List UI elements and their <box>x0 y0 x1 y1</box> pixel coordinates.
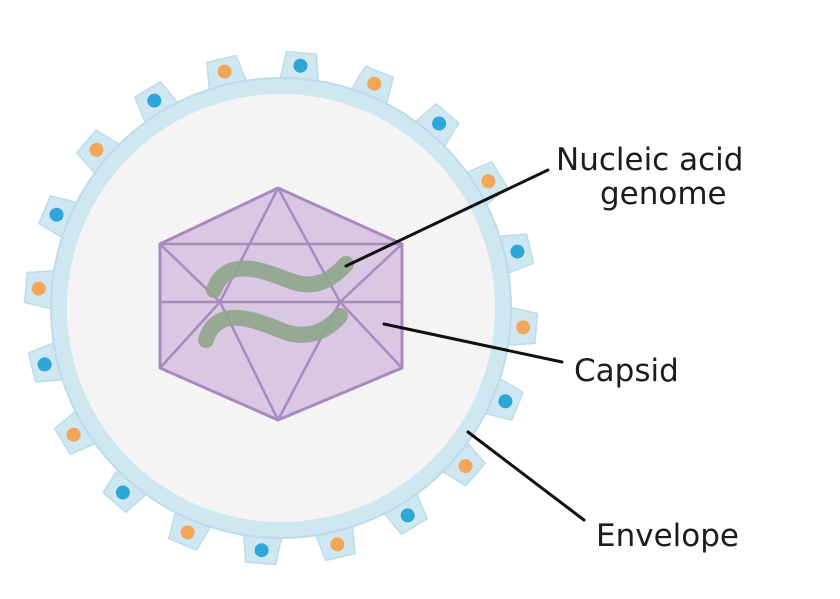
glycoprotein-head <box>49 207 64 222</box>
genome-strand <box>206 256 354 298</box>
nucleic-acid-label-line2: genome <box>600 176 727 212</box>
genome-leader-line <box>344 168 550 268</box>
glycoprotein-head <box>66 427 81 442</box>
capsid-facet-edge <box>339 301 403 369</box>
glycoprotein-head <box>458 459 473 474</box>
glycoprotein-head <box>89 142 104 157</box>
glycoprotein-head <box>510 244 525 259</box>
glycoprotein-head <box>180 525 195 540</box>
glycoprotein-head <box>498 394 513 409</box>
glycoprotein-head <box>147 93 162 108</box>
glycoprotein-head <box>115 485 130 500</box>
envelope-leader-line <box>466 430 586 522</box>
glycoprotein-head <box>481 174 496 189</box>
capsid-facet-edge <box>339 243 403 303</box>
genome-strand <box>198 308 348 348</box>
glycoprotein-head <box>330 537 345 552</box>
capsid-leader-line <box>382 322 564 364</box>
glycoprotein-head <box>217 64 232 79</box>
label-leader-lines <box>344 168 586 522</box>
glycoprotein-head <box>293 58 308 73</box>
nucleic-acid-genome <box>198 256 354 348</box>
nucleic-acid-label-line1: Nucleic acid <box>556 142 743 178</box>
glycoprotein-head <box>254 543 269 558</box>
glycoprotein-head <box>432 116 447 131</box>
capsid-label: Capsid <box>574 353 679 389</box>
glycoprotein-head <box>31 281 46 296</box>
glycoprotein-head <box>37 357 52 372</box>
capsid-facet-edge <box>159 301 221 369</box>
glycoprotein-head <box>367 76 382 91</box>
glycoprotein-head <box>400 508 415 523</box>
envelope-label: Envelope <box>596 518 739 554</box>
glycoprotein-head <box>516 320 531 335</box>
